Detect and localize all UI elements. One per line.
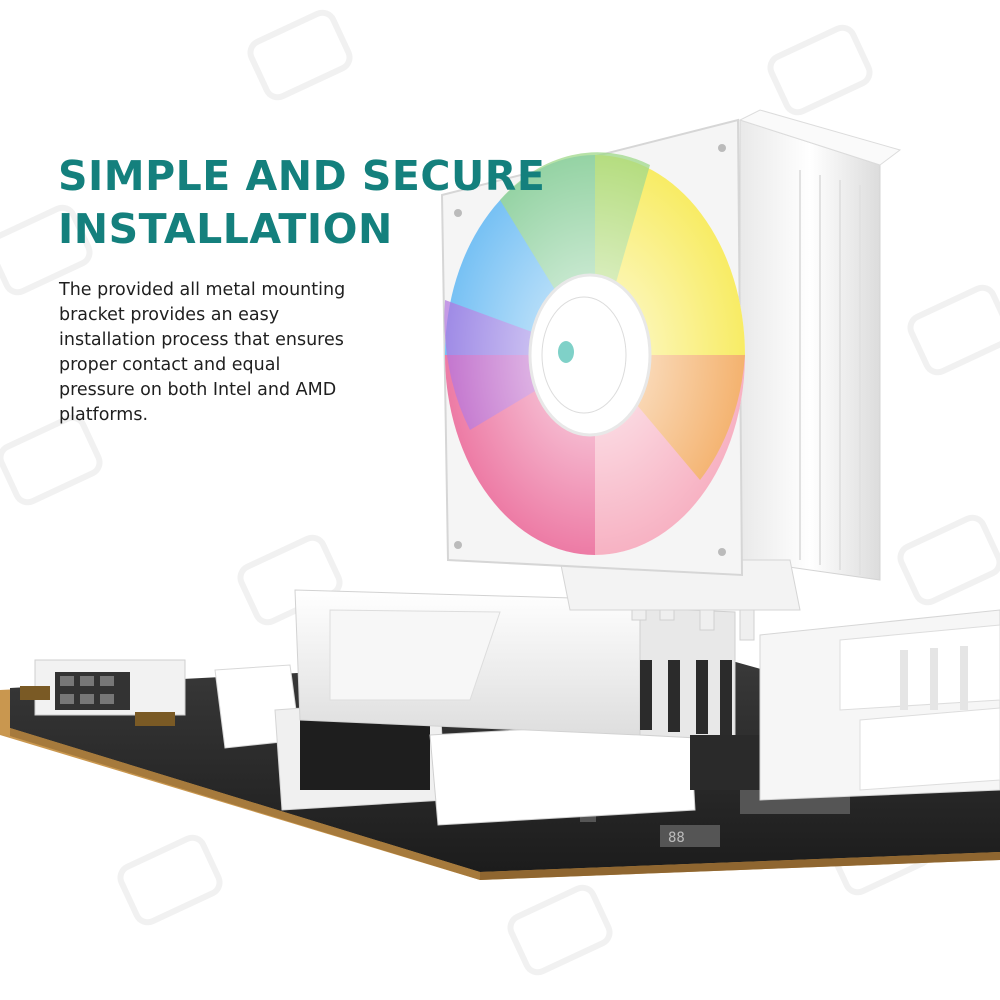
description-text: The provided all metal mounting bracket … [59, 278, 379, 428]
headline-line-2: INSTALLATION [58, 205, 393, 253]
headline-line-1: SIMPLE AND SECURE [58, 152, 546, 200]
description-line: pressure on both Intel and AMD [59, 380, 337, 400]
description-line: The provided all metal mounting [59, 280, 346, 300]
watermark-pattern [0, 9, 1000, 976]
headline: SIMPLE AND SECURE INSTALLATION [58, 150, 546, 256]
ram-modules [294, 589, 760, 790]
description-line: proper contact and equal [59, 355, 281, 375]
vrm-heatsink [214, 664, 696, 826]
description-line: platforms. [59, 405, 149, 425]
svg-text:88: 88 [668, 830, 685, 846]
fan-hub [528, 273, 652, 437]
rgb-fan [440, 118, 745, 577]
rear-io-cover [759, 609, 1000, 801]
description-line: installation process that ensures [59, 330, 344, 350]
description-line: bracket provides an easy [59, 305, 280, 325]
